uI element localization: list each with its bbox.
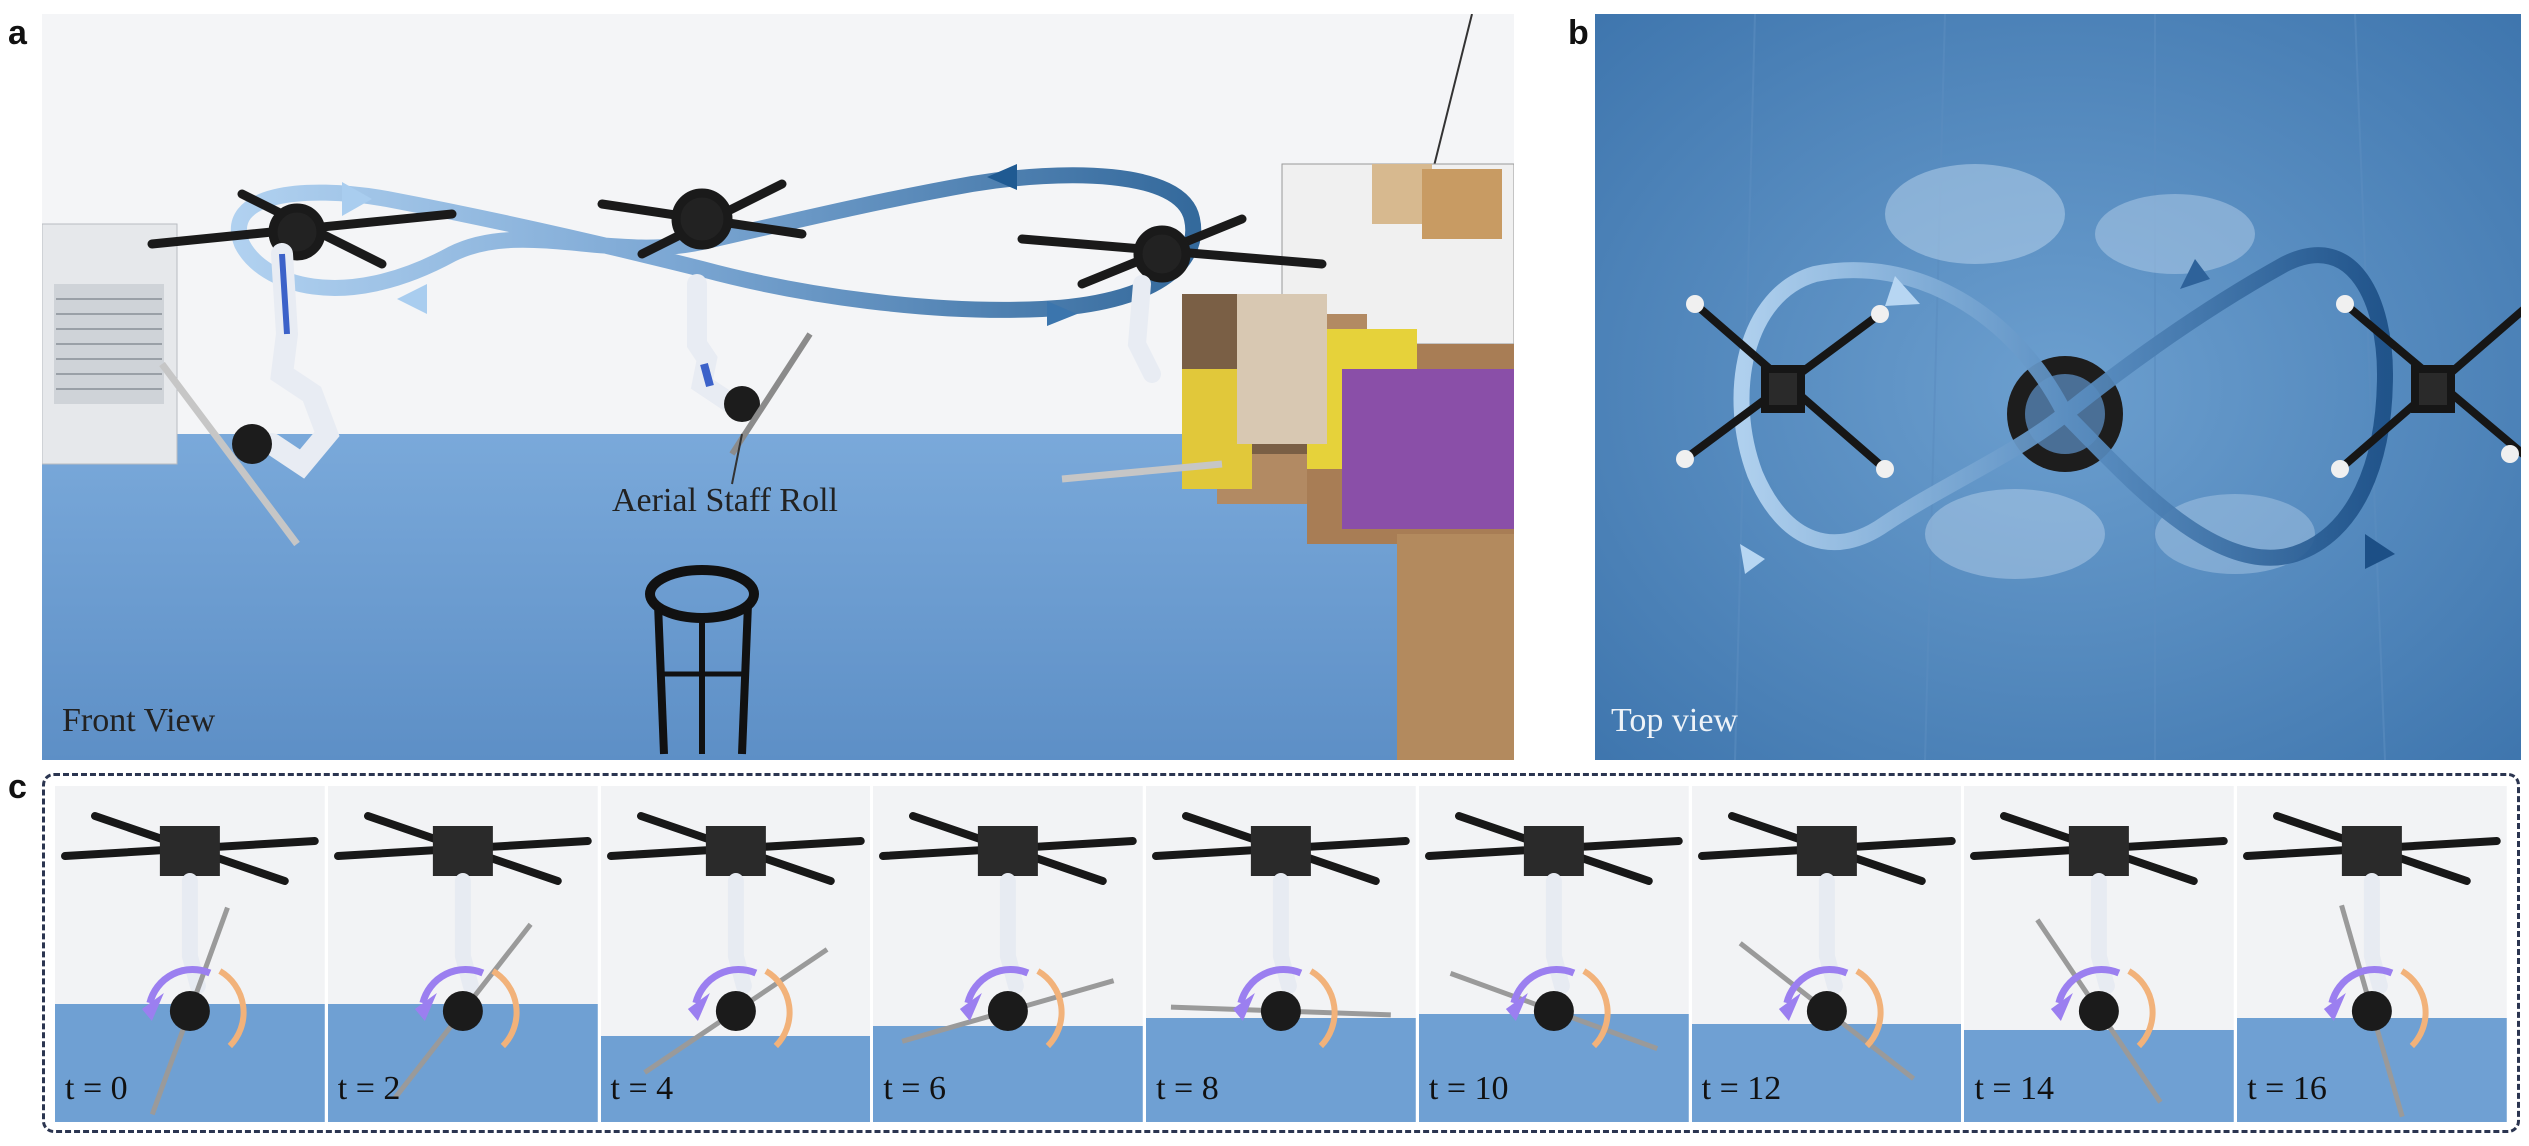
time-label: t = 6 (883, 1070, 946, 1107)
time-frame: t = 16 (2237, 786, 2507, 1122)
time-label: t = 10 (1428, 1070, 1509, 1107)
time-label: t = 2 (337, 1070, 401, 1107)
time-label: t = 14 (1974, 1070, 2055, 1107)
panel-letter-b: b (1568, 14, 1589, 52)
time-label: t = 8 (1156, 1070, 1219, 1107)
time-label: t = 4 (610, 1070, 674, 1107)
front-view-label: Front View (62, 702, 216, 739)
top-view-photo: Top view (1595, 14, 2521, 760)
time-frame: t = 2 (327, 786, 598, 1122)
time-frame: t = 4 (600, 786, 871, 1122)
top-view-label: Top view (1611, 702, 1738, 739)
panel-letter-c: c (8, 768, 27, 806)
front-view-photo: Aerial Staff Roll Front View (42, 14, 1514, 760)
time-frame: t = 10 (1418, 786, 1689, 1122)
time-frame: t = 8 (1146, 786, 1416, 1122)
time-label: t = 0 (65, 1070, 128, 1107)
time-frame: t = 0 (55, 786, 325, 1122)
time-frame: t = 6 (873, 786, 1144, 1122)
panel-letter-a: a (8, 14, 27, 52)
aerial-staff-roll-annotation: Aerial Staff Roll (612, 482, 838, 519)
time-frame: t = 14 (1964, 786, 2235, 1122)
time-frame: t = 12 (1691, 786, 1962, 1122)
time-lapse-strip: t = 0 t = 2 t = 4 t = 6 t = 8 t = 10 t = 12 t =… (42, 773, 2520, 1133)
time-label: t = 12 (1701, 1070, 1782, 1107)
time-label: t = 16 (2247, 1070, 2327, 1107)
